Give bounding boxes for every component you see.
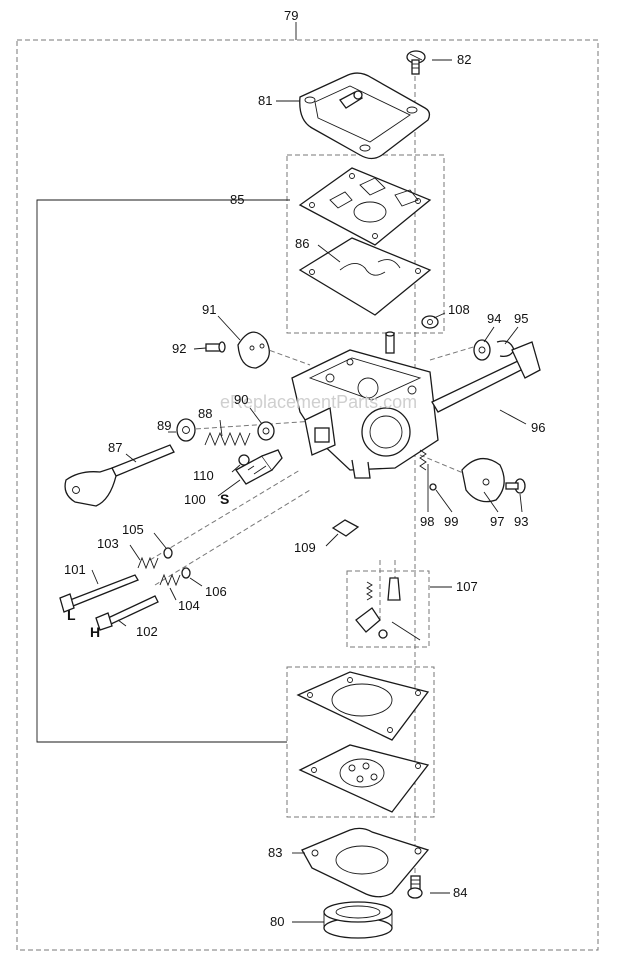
seal-90 [257, 421, 275, 441]
assembly-79-border [16, 39, 599, 951]
callout-82: 82 [457, 52, 471, 67]
callout-84: 84 [453, 885, 467, 900]
callout-96: 96 [531, 420, 545, 435]
needle-kit-107 [355, 577, 421, 641]
screw-84 [407, 875, 423, 899]
callout-103: 103 [97, 536, 119, 551]
callout-104: 104 [178, 598, 200, 613]
callout-101: 101 [64, 562, 86, 577]
idle-screw-100 [235, 449, 283, 485]
gasket-group-bottom [286, 666, 435, 818]
lever-97 [461, 458, 505, 503]
callout-93: 93 [514, 514, 528, 529]
callout-92: 92 [172, 341, 186, 356]
pump-cover-81 [299, 72, 431, 160]
callout-89: 89 [157, 418, 171, 433]
callout-100: 100 [184, 492, 206, 507]
ring-80 [323, 901, 393, 939]
oring-106 [181, 567, 191, 579]
gasket-group-top [286, 154, 445, 334]
callout-99: 99 [444, 514, 458, 529]
fuel-fitting [385, 331, 395, 354]
callout-90: 90 [234, 392, 248, 407]
valve-109 [331, 519, 360, 537]
callout-109: 109 [294, 540, 316, 555]
callout-98: 98 [420, 514, 434, 529]
letter-l: L [67, 607, 76, 623]
callout-108: 108 [448, 302, 470, 317]
needle-99 [429, 483, 437, 491]
needle-102 [95, 595, 159, 631]
callout-79: 79 [284, 8, 298, 23]
callout-88: 88 [198, 406, 212, 421]
callout-81: 81 [258, 93, 272, 108]
callout-105: 105 [122, 522, 144, 537]
throttle-shaft-87 [64, 444, 175, 507]
spring-98 [419, 449, 427, 471]
callout-106: 106 [205, 584, 227, 599]
screw-82 [406, 50, 426, 75]
letter-h: H [90, 624, 100, 640]
callout-97: 97 [490, 514, 504, 529]
callout-102: 102 [136, 624, 158, 639]
spring-104 [159, 573, 181, 587]
metering-cover-83 [301, 827, 430, 898]
screw-93 [505, 478, 526, 494]
callout-83: 83 [268, 845, 282, 860]
throttle-plate-91 [237, 331, 270, 369]
callout-94: 94 [487, 311, 501, 326]
choke-shaft-96 [431, 341, 541, 413]
needle-101 [59, 574, 139, 613]
needle-kit-107-box [346, 570, 430, 648]
spring-88 [204, 431, 251, 447]
callout-95: 95 [514, 311, 528, 326]
callout-107: 107 [456, 579, 478, 594]
callout-87: 87 [108, 440, 122, 455]
callout-91: 91 [202, 302, 216, 317]
callout-80: 80 [270, 914, 284, 929]
diaphragm-86 [298, 237, 432, 316]
gasket-85-upper [298, 167, 432, 246]
callout-86: 86 [295, 236, 309, 251]
callout-85: 85 [230, 192, 244, 207]
screw-92 [205, 341, 226, 353]
washer-94 [473, 339, 491, 361]
watermark: eReplacementParts.com [220, 392, 417, 412]
nut-108 [421, 315, 439, 329]
washer-89 [176, 418, 196, 442]
carburetor-body [291, 349, 439, 479]
spring-103 [137, 556, 159, 570]
metering-diaphragm [298, 744, 430, 813]
oring-105 [163, 547, 173, 559]
letter-s: S [220, 491, 229, 507]
callout-110: 110 [193, 468, 214, 483]
gasket-set-85-bracket [36, 199, 287, 743]
gasket-lower [296, 671, 430, 741]
